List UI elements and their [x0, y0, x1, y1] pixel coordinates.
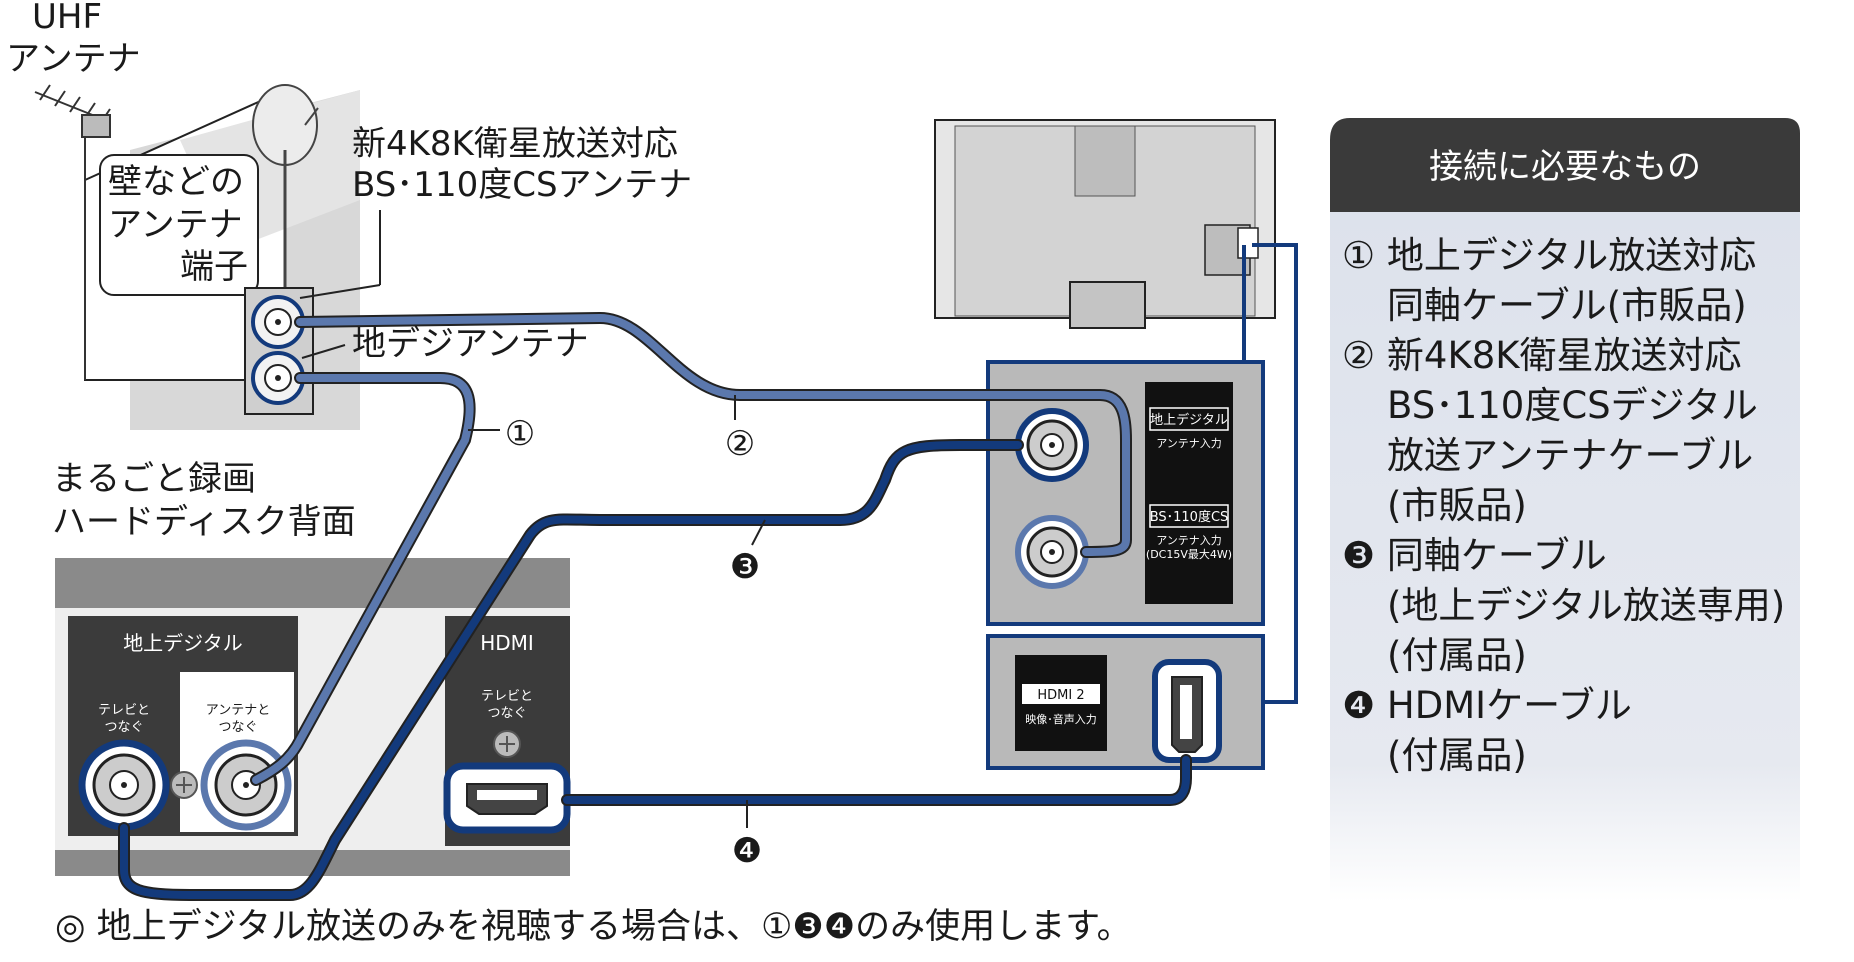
- item-2-line4: (市販品): [1387, 484, 1527, 527]
- tv-terrestrial-in-line2: アンテナ入力: [1156, 437, 1222, 450]
- uhf-label-line2: アンテナ: [6, 39, 141, 79]
- wall-label-line3: 端子: [180, 247, 248, 287]
- hdd-hdmi-port-line1: テレビと: [481, 689, 533, 704]
- hdd-screw-icon: [170, 771, 198, 799]
- item-1-line2: 同軸ケーブル(市販品): [1387, 284, 1747, 327]
- wall-terminal-callout: [99, 154, 259, 296]
- cable-1-marker: ①: [505, 414, 535, 454]
- cable-3-coax: [118, 439, 1024, 901]
- tv-bs-in-line3: (DC15V最大4W): [1146, 547, 1232, 561]
- cable-3-marker: ❸: [730, 547, 760, 587]
- usage-note: ◎ 地上デジタル放送のみを視聴する場合は、①❸❹のみ使用します。: [55, 907, 1132, 947]
- hdd-hdmi-port-line2: つなぐ: [487, 706, 526, 721]
- terrestrial-leader: [301, 344, 346, 359]
- item-3-line2: (地上デジタル放送専用): [1387, 584, 1785, 627]
- wall-label-line2: アンテナ: [108, 205, 243, 245]
- required-items-panel: [1330, 118, 1800, 902]
- uhf-label-line1: UHF: [32, 0, 102, 37]
- item-4-line1: ❹ HDMIケーブル: [1342, 684, 1632, 727]
- bs-antenna-label-line1: 新4K8K衛星放送対応: [352, 124, 678, 164]
- tv-hdmi-in-line1: HDMI 2: [1037, 688, 1084, 703]
- recorder-label-line2: ハードディスク背面: [52, 502, 356, 542]
- item-4-line2: (付属品): [1387, 734, 1527, 777]
- hdd-coax-port-tv: [78, 739, 170, 831]
- wall-label-line1: 壁などの: [108, 162, 244, 202]
- hdd-port-tv-line2: つなぐ: [104, 720, 143, 735]
- item-3-line3: (付属品): [1387, 634, 1527, 677]
- cable-1-terrestrial: [250, 372, 476, 786]
- item-3-line1: ❸ 同軸ケーブル: [1342, 534, 1607, 577]
- bs-antenna-label-line2: BS･110度CSアンテナ: [352, 165, 692, 205]
- hdd-hdmi-port: [443, 762, 571, 834]
- terrestrial-antenna-label: 地デジアンテナ: [352, 324, 589, 364]
- tv-back-illustration: [934, 119, 1276, 329]
- cable-3-leader: [751, 519, 766, 546]
- hdd-coax-port-antenna: [200, 739, 292, 831]
- hdd-port-antenna-line2: つなぐ: [218, 720, 257, 735]
- bs-dish-antenna-icon: [252, 84, 319, 290]
- hdd-hdmi-screw-icon: [493, 730, 521, 758]
- recorder-label-line1: まるごと録画: [52, 459, 256, 499]
- bs-antenna-leader: [299, 284, 381, 299]
- item-2-line2: BS･110度CSデジタル: [1387, 384, 1758, 427]
- cable-4-marker: ❹: [732, 831, 762, 871]
- tv-hdmi-in-line2: 映像･音声入力: [1025, 712, 1097, 726]
- hdd-hdmi-block-label: HDMI: [480, 631, 534, 655]
- cable-4-hdmi: [561, 754, 1192, 806]
- tv-coax-port-bs: [1015, 515, 1089, 589]
- item-2-line3: 放送アンテナケーブル: [1387, 434, 1753, 477]
- item-2-line1: ② 新4K8K衛星放送対応: [1342, 334, 1742, 377]
- item-1-line1: ① 地上デジタル放送対応: [1342, 234, 1756, 277]
- wall-antenna-sockets: [244, 287, 314, 415]
- hdd-port-antenna-line1: アンテナと: [206, 703, 270, 718]
- cable-2-marker: ②: [725, 424, 755, 464]
- tv-coax-port-terrestrial: [1015, 408, 1089, 482]
- tv-terrestrial-in-line1: 地上デジタル: [1150, 412, 1228, 428]
- tv-hdmi-port: [1152, 659, 1222, 763]
- tv-bs-in-line1: BS･110度CS: [1150, 509, 1229, 525]
- tv-callout-lines: [1242, 243, 1298, 704]
- required-items-title: 接続に必要なもの: [1429, 147, 1701, 187]
- cable-2-bs: [294, 311, 1132, 558]
- tv-bs-in-line2: アンテナ入力: [1156, 534, 1222, 547]
- hdd-port-tv-line1: テレビと: [98, 703, 150, 718]
- hdd-terrestrial-block-label: 地上デジタル: [123, 631, 243, 655]
- uhf-antenna-icon: [34, 84, 111, 380]
